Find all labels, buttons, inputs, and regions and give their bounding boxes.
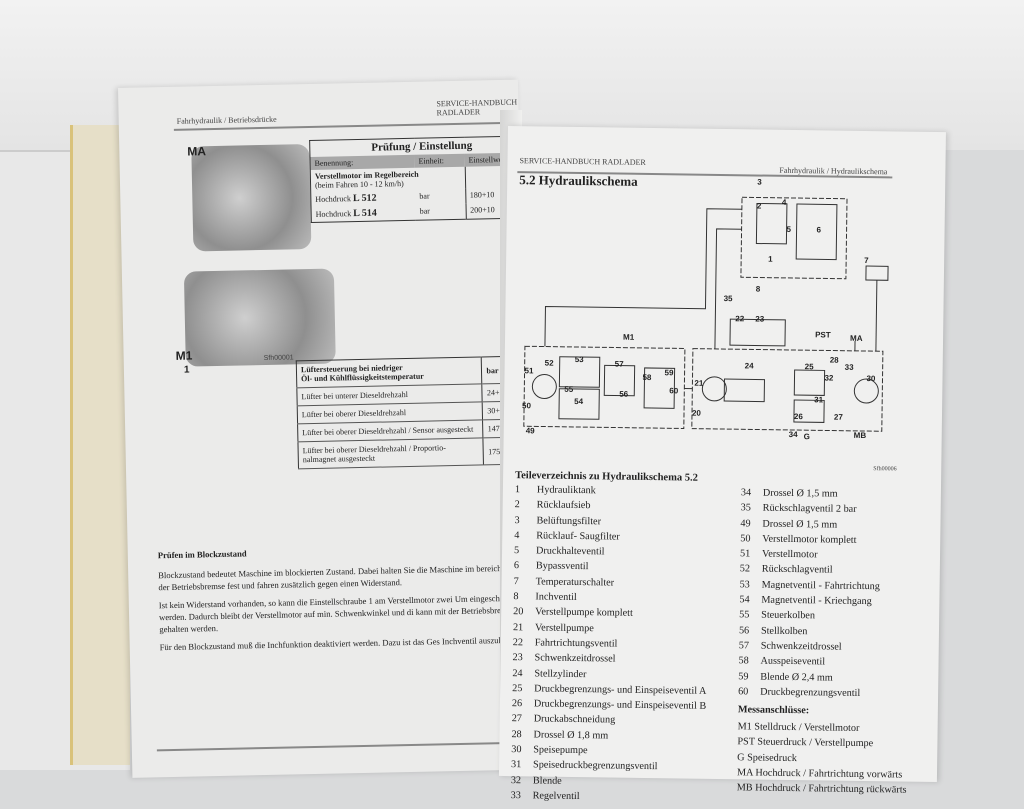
- diagram-label: 3: [757, 177, 762, 187]
- label-ma: MA: [187, 144, 207, 159]
- diagram-label: M1: [623, 332, 635, 342]
- diagram-label: 20: [691, 408, 701, 418]
- measure-title: Messanschlüsse:: [737, 704, 810, 717]
- diagram-label: PST: [815, 330, 831, 340]
- diagram-label: 5: [786, 224, 792, 234]
- label-m1: M1: [175, 348, 193, 363]
- diagram-ref: Sfh00006: [873, 466, 897, 473]
- section-sub: (beim Fahren 10 - 12 km/h): [314, 179, 404, 190]
- diagram-label: 35: [723, 294, 733, 304]
- footer-rule: [156, 741, 527, 752]
- diagram-label: 26: [793, 412, 803, 422]
- block-title: Prüfen im Blockzustand: [157, 548, 247, 561]
- diagram-label: 57: [614, 359, 624, 369]
- diagram-label: 54: [574, 396, 584, 407]
- diagram-label: G: [803, 432, 810, 442]
- label-1: 1: [183, 364, 190, 376]
- diagram-label: 53: [574, 354, 584, 365]
- diagram-label: 50: [522, 401, 532, 411]
- list-item: PST Steuerdruck / Verstellpumpe: [737, 736, 874, 750]
- diagram-label: 22: [735, 314, 745, 324]
- diagram-label: 27: [833, 412, 843, 422]
- diagram-label: 25: [804, 362, 814, 372]
- photo-ref: Sfh00001: [263, 354, 294, 363]
- pump-photo: [191, 144, 312, 252]
- diagram-label: 56: [619, 389, 629, 399]
- diagram-label: 33: [844, 362, 854, 372]
- diagram-label: 31: [814, 395, 824, 405]
- diagram-label: 21: [694, 378, 704, 388]
- motor-photo: [183, 268, 336, 367]
- diagram-label: MB: [853, 430, 867, 441]
- diagram-label: 1: [768, 254, 773, 264]
- diagram-label: 7: [864, 255, 869, 266]
- diagram-label: 4: [781, 197, 787, 207]
- diagram-label: 55: [564, 384, 574, 394]
- diagram-label: 6: [816, 225, 822, 235]
- diagram-label: 28: [829, 355, 839, 365]
- diagram-label: 30: [866, 374, 876, 384]
- hydraulic-diagram: [523, 196, 889, 432]
- diagram-label: 8: [755, 284, 761, 294]
- right-page: SERVICE-HANDBUCH RADLADER Fahrhydraulik …: [498, 126, 946, 802]
- diagram-label: 51: [524, 366, 534, 376]
- table-row: Lüfter bei oberer Dieseldrehzahl / Propo…: [297, 437, 518, 469]
- paragraph: Ist kein Widerstand vorhanden, so kann d…: [158, 592, 518, 635]
- diagram-label: 58: [642, 372, 652, 383]
- diagram-label: 32: [824, 373, 834, 383]
- left-page: Fahrhydraulik / Betriebsdrücke SERVICE-H…: [118, 79, 536, 778]
- diagram-label: 24: [744, 361, 754, 371]
- list-item: MB Hochdruck / Fahrtrichtung rückwärts: [736, 782, 907, 796]
- diagram-label: 23: [755, 314, 765, 324]
- diagram-label: 34: [788, 429, 798, 440]
- diagram-label: 2: [756, 201, 762, 211]
- diagram-label: 49: [525, 426, 535, 436]
- col-header: Einheit:: [418, 156, 445, 166]
- paragraph: Für den Blockzustand muß die Inchfunktio…: [159, 634, 526, 653]
- binder-edge: [70, 125, 130, 765]
- left-header: Fahrhydraulik / Betriebsdrücke: [176, 114, 277, 126]
- diagram-label: 60: [669, 386, 679, 396]
- paragraph: Blockzustand bedeutet Maschine im blocki…: [158, 562, 516, 593]
- right-header: SERVICE-HANDBUCH RADLADER: [519, 156, 646, 167]
- diagram-label: 59: [664, 368, 674, 378]
- diagram-label: 52: [544, 358, 554, 368]
- diagram-label: MA: [850, 333, 863, 343]
